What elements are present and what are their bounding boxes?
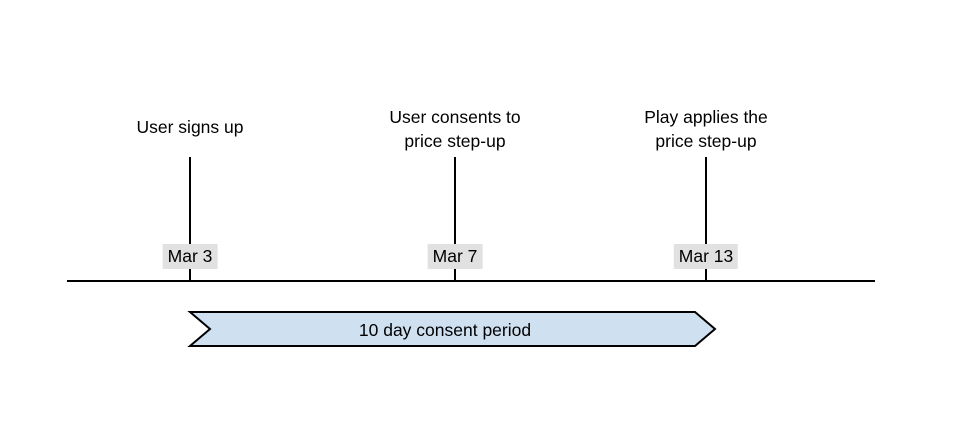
event-label-consent: User consents to price step-up <box>389 107 521 151</box>
consent-period-band <box>187 311 717 347</box>
event-label-apply: Play applies the price step-up <box>644 107 768 151</box>
event-label-signup: User signs up <box>136 117 244 137</box>
date-chip-consent: Mar 7 <box>427 244 483 269</box>
date-chip-signup: Mar 3 <box>162 244 218 269</box>
consent-period-label: 10 day consent period <box>358 320 532 340</box>
date-chip-apply: Mar 13 <box>673 244 739 269</box>
